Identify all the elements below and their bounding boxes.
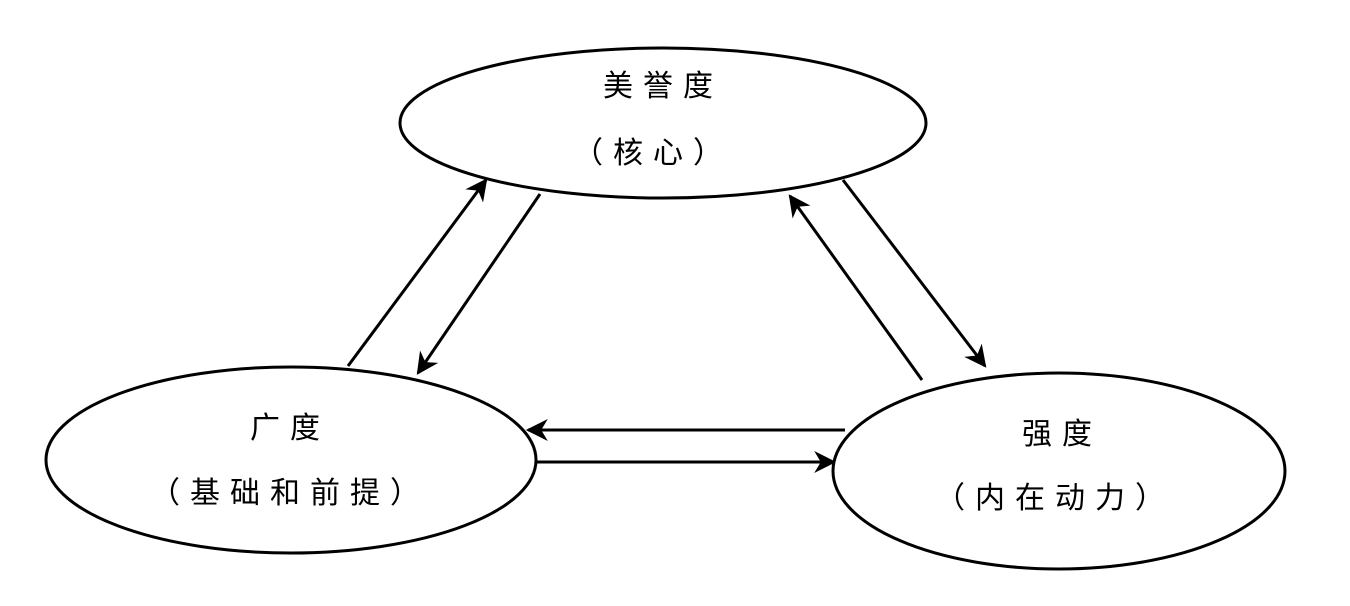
node-left-ellipse (44, 365, 538, 555)
node-top-ellipse (398, 46, 928, 200)
node-top-title: 美誉度 (603, 69, 723, 104)
node-right: 强度 （内在动力） (831, 371, 1287, 571)
node-right-ellipse (831, 371, 1287, 571)
node-right-subtitle: （内在动力） (935, 481, 1175, 516)
arrow-top-to-left (416, 193, 542, 375)
arrow-right-to-top (788, 194, 924, 381)
node-left-subtitle: （基础和前提） (150, 476, 430, 511)
node-top: 美誉度 （核心） (398, 46, 928, 200)
arrow-left-to-top (346, 178, 488, 367)
node-top-subtitle: （核心） (573, 136, 733, 171)
node-left-title: 广度 (250, 411, 330, 446)
node-right-title: 强度 (1022, 417, 1102, 452)
node-left: 广度 （基础和前提） (44, 365, 538, 555)
arrow-top-to-right (841, 179, 987, 368)
